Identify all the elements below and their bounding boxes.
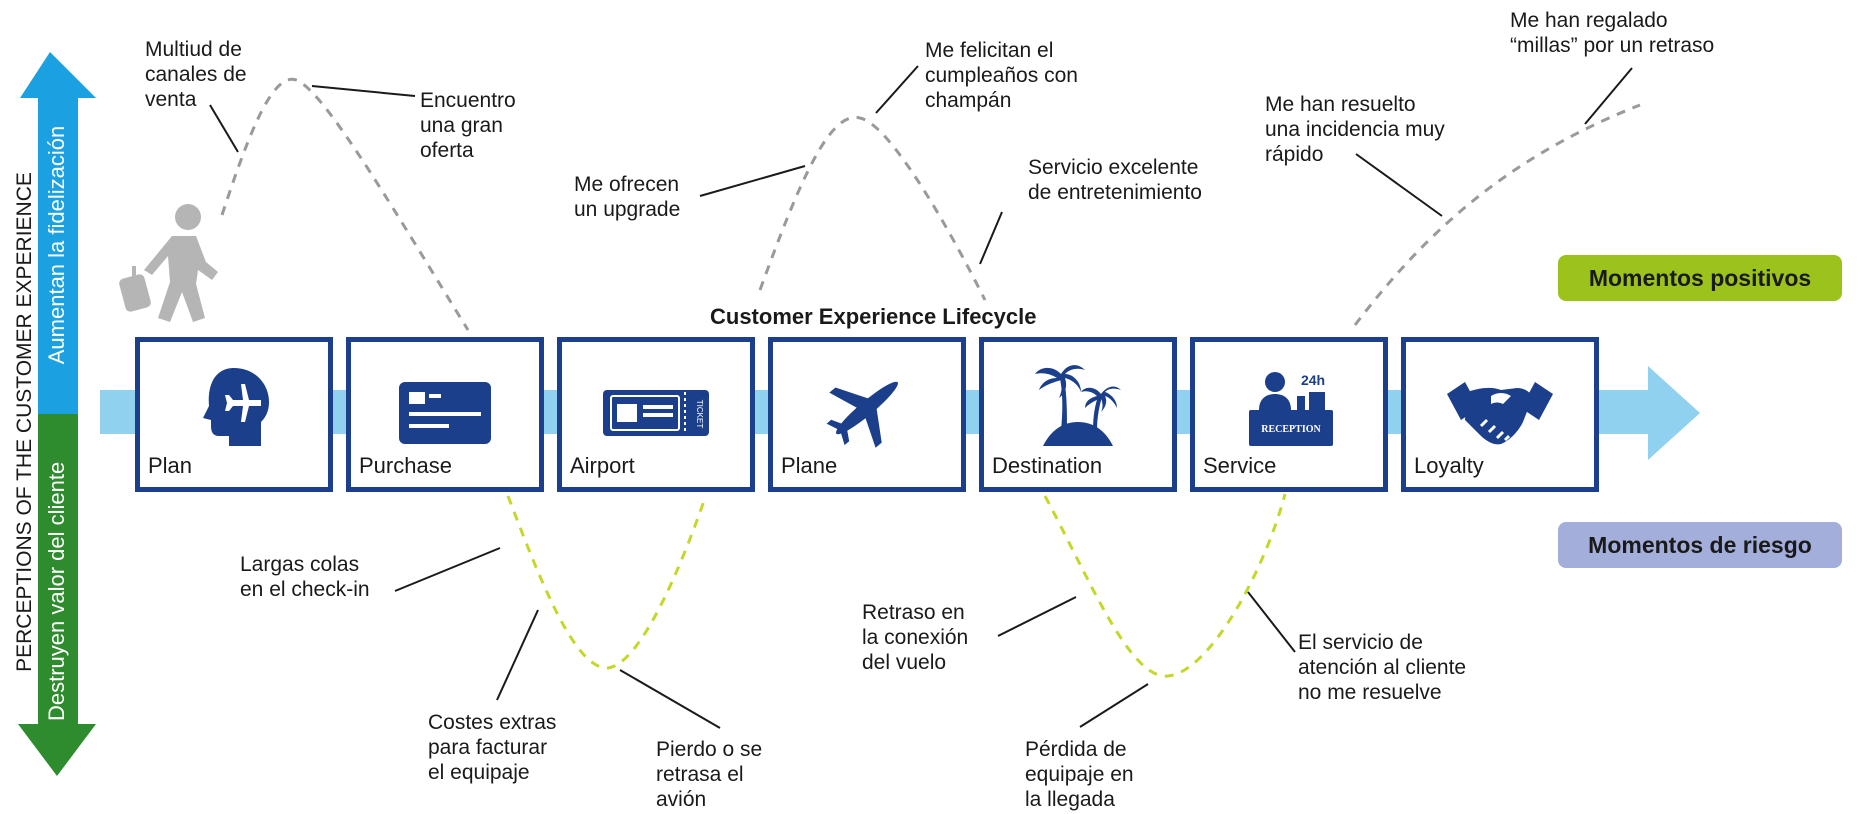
ticket-text: TICKET: [695, 400, 704, 429]
risk-moment-2: Costes extras para facturar el equipaje: [428, 711, 557, 784]
traveller-icon: [119, 204, 218, 322]
stage-label-plane: Plane: [781, 453, 838, 478]
risk-moment-1: Largas colas en el check-in: [240, 553, 370, 601]
axis-down-label: Destruyen valor del cliente: [44, 461, 69, 721]
positive-moment-4: Me felicitan el cumpleaños con champán: [925, 39, 1078, 112]
head-plane-icon: [203, 368, 269, 446]
risk-moment-6: El servicio de atención al cliente no me…: [1298, 631, 1467, 704]
risk-moment-4: Retraso en la conexión del vuelo: [862, 601, 969, 674]
airplane-icon: [826, 381, 898, 448]
positive-curve-3: [1353, 103, 1641, 326]
axis-title: PERCEPTIONS OF THE CUSTOMER EXPERIENCE: [13, 172, 36, 672]
positive-moment-1: Multiud de canales de venta: [145, 38, 247, 111]
positive-moment-5: Servicio excelente de entretenimiento: [1028, 156, 1202, 204]
positive-moment-7: Me han regalado “millas” por un retraso: [1510, 9, 1715, 57]
stage-service: 24h RECEPTION Service: [1190, 337, 1388, 492]
stage-plan: Plan: [135, 337, 333, 492]
axis-down-arrow: [18, 414, 96, 776]
stage-purchase: Purchase: [346, 337, 544, 492]
risk-moment-3: Pierdo o se retrasa el avión: [656, 738, 763, 811]
handshake-icon: [1447, 382, 1553, 445]
risk-curve-2: [1043, 493, 1287, 678]
lifecycle-title: Customer Experience Lifecycle: [710, 304, 1037, 329]
stage-label-destination: Destination: [992, 453, 1103, 478]
axis-up-arrow: [20, 52, 96, 414]
positive-moment-3: Me ofrecen un upgrade: [574, 173, 681, 221]
stage-plane: Plane: [768, 337, 966, 492]
reception-desk-icon: 24h RECEPTION: [1249, 372, 1333, 446]
stage-label-purchase: Purchase: [359, 453, 452, 478]
stage-airport: TICKET Airport: [557, 337, 755, 492]
risk-curve: [506, 495, 707, 670]
positive-curve: [220, 78, 470, 331]
positive-moment-6: Me han resuelto una incidencia muy rápid…: [1265, 93, 1445, 166]
palm-trees-icon: [1035, 365, 1121, 446]
risk-moment-5: Pérdida de equipaje en la llegada: [1025, 738, 1134, 811]
leader-lines: [209, 65, 1633, 729]
legend-risk: Momentos de riesgo: [1558, 522, 1842, 568]
service-hours-text: 24h: [1301, 372, 1325, 388]
service-desk-text: RECEPTION: [1261, 424, 1321, 435]
legend-positive: Momentos positivos: [1558, 255, 1842, 301]
positive-curve-2: [758, 115, 987, 301]
stage-destination: Destination: [979, 337, 1177, 492]
stage-label-service: Service: [1203, 453, 1277, 478]
ticket-icon: TICKET: [603, 390, 709, 436]
positive-moment-2: Encuentro una gran oferta: [420, 89, 516, 162]
stage-loyalty: Loyalty: [1401, 337, 1599, 492]
credit-card-icon: [399, 382, 491, 444]
stage-label-loyalty: Loyalty: [1414, 453, 1484, 478]
stage-label-airport: Airport: [570, 453, 635, 478]
flow-arrow-head: [1648, 366, 1700, 460]
stage-label-plan: Plan: [148, 453, 193, 478]
axis-up-label: Aumentan la fidelización: [44, 125, 69, 365]
